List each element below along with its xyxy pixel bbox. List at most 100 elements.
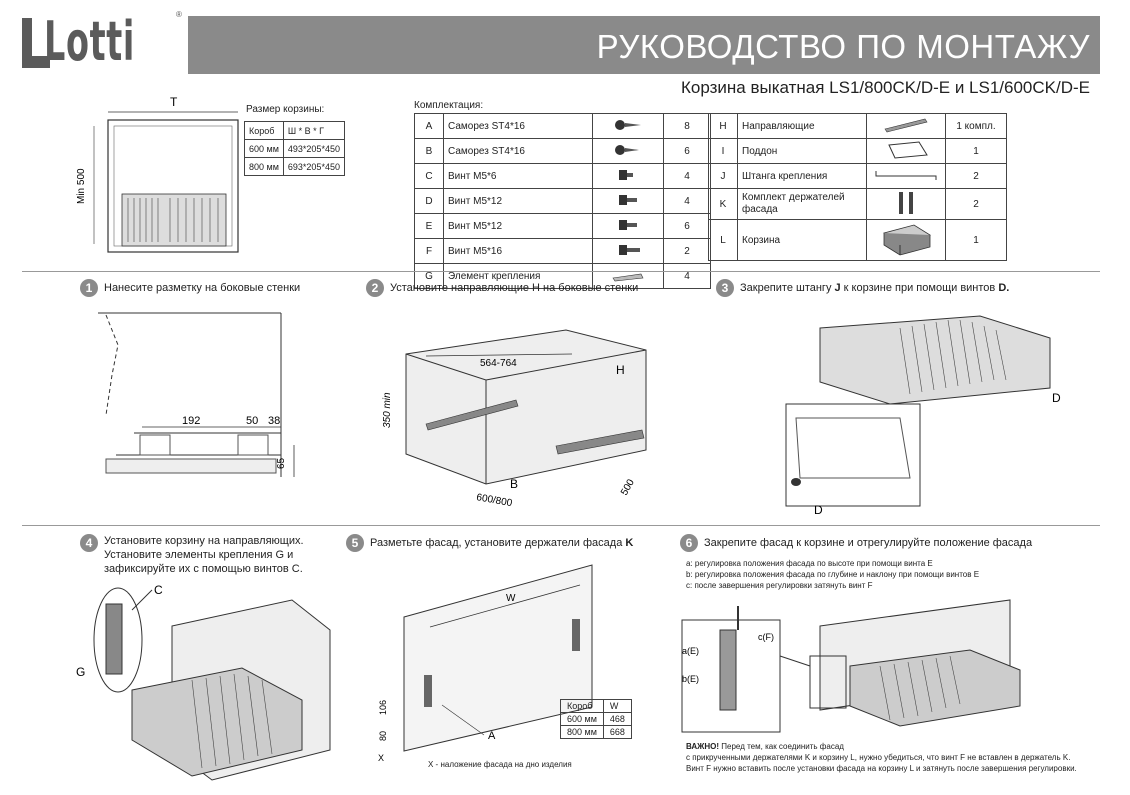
dimension-50: 50 bbox=[246, 415, 258, 427]
label-b: B bbox=[510, 477, 518, 491]
step-number: 3 bbox=[716, 279, 734, 297]
basket-size-title: Размер корзины: bbox=[246, 104, 325, 115]
kit-name: Саморез ST4*16 bbox=[443, 138, 593, 164]
step-5-heading: 5 Разметьте фасад, установите держатели ф… bbox=[346, 534, 633, 552]
adjust-notes: a: регулировка положения фасада по высот… bbox=[686, 558, 979, 591]
logo-mark bbox=[22, 18, 50, 68]
dimension-depth: 500 bbox=[619, 477, 637, 497]
basket-icon bbox=[866, 219, 946, 261]
cabinet-overview-drawing: T Min 500 bbox=[76, 95, 239, 253]
kit-name: Винт М5*12 bbox=[443, 213, 593, 239]
step-number: 4 bbox=[80, 534, 98, 552]
kit-letter: J bbox=[708, 163, 738, 189]
label-c: C bbox=[154, 583, 163, 597]
kit-name: Винт М5*6 bbox=[443, 163, 593, 189]
basket-size-cell: 800 мм bbox=[244, 157, 284, 176]
dimension-width: 564-764 bbox=[480, 358, 517, 369]
kit-qty: 1 bbox=[945, 138, 1007, 164]
title-bar bbox=[188, 16, 1100, 74]
facade-table-cell: 800 мм bbox=[560, 725, 604, 739]
step-2-drawing: 564-764 350 min 600/800 500 H B bbox=[382, 329, 647, 509]
label-b-e: b(E) bbox=[682, 674, 699, 684]
label-h: H bbox=[616, 363, 625, 377]
adjust-note-b: b: регулировка положения фасада по глуби… bbox=[686, 570, 980, 579]
kit-letter: H bbox=[708, 113, 738, 139]
dimension-192: 192 bbox=[182, 415, 200, 427]
adjust-note-c: c: после завершения регулировки затянуть… bbox=[686, 581, 873, 590]
step-text: Закрепите фасад к корзине и отрегулируйт… bbox=[704, 536, 1033, 549]
step-number: 1 bbox=[80, 279, 98, 297]
dimension-height: 350 min bbox=[382, 392, 393, 428]
label-x: X bbox=[378, 753, 384, 763]
bolt-icon bbox=[592, 163, 664, 189]
kit-qty: 6 bbox=[663, 138, 711, 164]
step-4-heading: 4 Установите корзину на направляющих. Уста… bbox=[80, 534, 304, 576]
basket-size-cell: 600 мм bbox=[244, 139, 284, 158]
step-1-drawing: 192 50 38 65 bbox=[98, 312, 295, 477]
rod-icon bbox=[866, 163, 946, 189]
kit-name: Штанга крепления bbox=[737, 163, 867, 189]
kit-name: Винт М5*16 bbox=[443, 238, 593, 264]
kit-name: Винт М5*12 bbox=[443, 188, 593, 214]
step-6-heading: 6 Закрепите фасад к корзине и отрегулируй… bbox=[680, 534, 1032, 552]
label-c-f: c(F) bbox=[758, 632, 774, 642]
important-warning: ВАЖНО! Перед тем, как соединить фасад с … bbox=[686, 741, 1077, 774]
kit-letter: F bbox=[414, 238, 444, 264]
dimension-106: 106 bbox=[378, 700, 388, 715]
step-3-drawing: D D bbox=[785, 315, 1061, 517]
facade-table-cell: 468 bbox=[602, 712, 632, 726]
holder-icon bbox=[866, 188, 946, 220]
kit-letter: E bbox=[414, 213, 444, 239]
logo: Lotti bbox=[44, 10, 135, 73]
label-g: G bbox=[76, 665, 85, 679]
kit-letter: B bbox=[414, 138, 444, 164]
bolt-icon bbox=[592, 213, 664, 239]
step-text: Установите элементы крепления G и bbox=[104, 549, 294, 561]
step-text-bold: K bbox=[625, 536, 634, 549]
kit-qty: 1 bbox=[945, 219, 1007, 261]
label-d: D bbox=[1052, 391, 1061, 405]
kit-name: Комплект держателей фасада bbox=[737, 188, 867, 220]
kit-qty: 8 bbox=[663, 113, 711, 139]
kit-letter: I bbox=[708, 138, 738, 164]
adjust-note-a: a: регулировка положения фасада по высот… bbox=[686, 559, 933, 568]
step-4-drawing: C G bbox=[76, 583, 331, 781]
step-number: 6 bbox=[680, 534, 698, 552]
step-text: Разметьте фасад, установите держатели фа… bbox=[370, 536, 626, 549]
kit-title: Комплектация: bbox=[414, 100, 484, 111]
page-title: РУКОВОДСТВО ПО МОНТАЖУ bbox=[596, 28, 1090, 65]
divider bbox=[22, 271, 1100, 272]
kit-qty: 6 bbox=[663, 213, 711, 239]
step-text: Установите направляющие H на боковые сте… bbox=[390, 281, 639, 294]
kit-qty: 2 bbox=[663, 238, 711, 264]
step-text: Установите корзину на направляющих. bbox=[104, 535, 304, 547]
kit-letter: K bbox=[708, 188, 738, 220]
kit-letter: L bbox=[708, 219, 738, 261]
kit-name: Направляющие bbox=[737, 113, 867, 139]
label-a: A bbox=[488, 730, 496, 742]
runner-icon bbox=[866, 113, 946, 139]
facade-table-cell: 600 мм bbox=[560, 712, 604, 726]
dimension-t: T bbox=[170, 95, 178, 109]
dimension-80: 80 bbox=[378, 731, 388, 741]
facade-table-header: Короб bbox=[560, 699, 604, 713]
kit-letter: C bbox=[414, 163, 444, 189]
step-5-drawing: W 106 80 X A bbox=[378, 564, 593, 763]
facade-table-header: W bbox=[602, 699, 632, 713]
step-number: 5 bbox=[346, 534, 364, 552]
kit-qty: 2 bbox=[945, 188, 1007, 220]
tray-icon bbox=[866, 138, 946, 164]
warning-text: с прикрученными держателями K и корзину … bbox=[686, 753, 1071, 762]
